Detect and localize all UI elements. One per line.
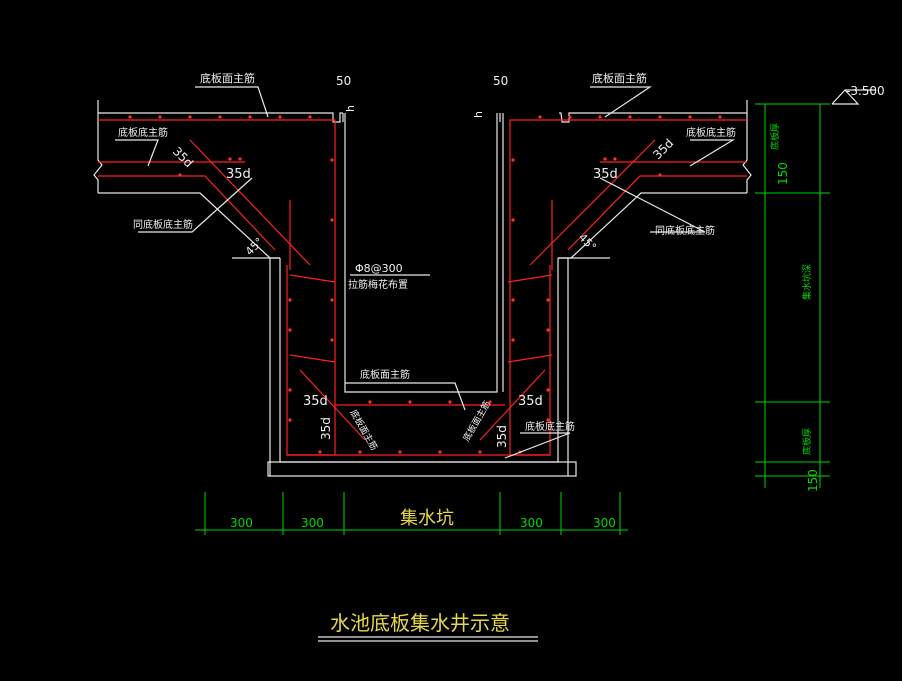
label-35d-7: 35d: [518, 394, 543, 409]
label-bottom-main-bar-right: 底板底主筋: [686, 126, 736, 139]
label-pit-bottom-main-bar: 底板底主筋: [525, 420, 575, 433]
label-dim-50-left: 50: [336, 74, 351, 88]
label-pit-diag-left: 底板面主筋: [347, 408, 380, 453]
right-dim-bottom: 150: [806, 469, 820, 492]
dim-bottom-1: 300: [230, 516, 253, 530]
label-dim-50-right: 50: [493, 74, 508, 88]
label-35d-4: 35d: [593, 167, 618, 182]
right-label-pit-depth: 集水坑深: [801, 264, 813, 300]
label-pit-top-main-bar: 底板面主筋: [360, 368, 410, 381]
dim-bottom-3: 300: [520, 516, 543, 530]
dimension-lines: [195, 89, 876, 535]
label-35d-5: 35d: [303, 394, 328, 409]
label-35d-3: 35d: [650, 136, 676, 162]
label-35d-8: 35d: [495, 425, 509, 448]
dim-bottom-4: 300: [593, 516, 616, 530]
pit-name: 集水坑: [400, 508, 454, 529]
label-tie-bar-spec: Φ8@300: [355, 262, 403, 275]
label-same-bottom-bar-left: 同底板底主筋: [133, 218, 193, 231]
elevation-label: -3.500: [846, 84, 885, 98]
label-bottom-main-bar-left: 底板底主筋: [118, 126, 168, 139]
label-dim-h-right: h: [472, 111, 485, 118]
right-dim-top: 150: [776, 162, 790, 185]
leader-lines: [115, 86, 736, 459]
label-dim-h-left: h: [344, 105, 357, 112]
drawing-title: 水池底板集水井示意: [330, 611, 510, 635]
label-top-main-bar-left: 底板面主筋: [200, 71, 255, 85]
label-45-left: 45°: [243, 235, 266, 258]
label-35d-1: 35d: [170, 144, 196, 170]
label-top-main-bar-right: 底板面主筋: [592, 71, 647, 85]
annotations: 底板面主筋 底板面主筋 底板底主筋 底板底主筋 同底板底主筋 同底板底主筋 Φ8…: [118, 71, 885, 642]
label-35d-2: 35d: [226, 167, 251, 182]
label-same-bottom-bar-right: 同底板底主筋: [655, 224, 715, 237]
right-label-slab-bottom: 底板厚: [801, 428, 813, 455]
concrete-outline: [93, 100, 752, 477]
right-label-slab-top: 底板厚: [769, 123, 781, 150]
dim-bottom-2: 300: [301, 516, 324, 530]
label-tie-bar-note: 拉筋梅花布置: [348, 278, 408, 291]
label-35d-6: 35d: [319, 417, 333, 440]
rebar-dots: [128, 115, 722, 454]
rebar-lines: [98, 115, 747, 456]
